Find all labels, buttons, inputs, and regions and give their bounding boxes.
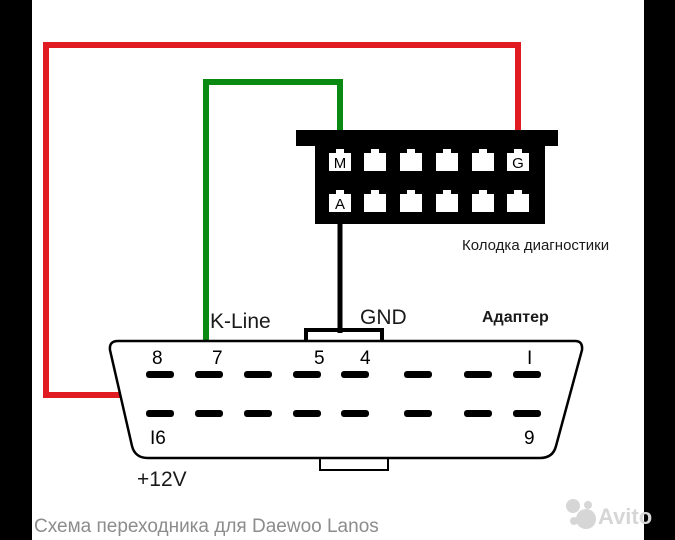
diag-cell-letter: A bbox=[335, 196, 345, 213]
diag-cell-shape bbox=[329, 190, 351, 212]
diag-cell-bottom: A bbox=[329, 190, 351, 213]
diag-socket-label: Колодка диагностики bbox=[462, 237, 609, 254]
diag-cell-letter: M bbox=[334, 155, 347, 172]
diag-cell-shape bbox=[472, 149, 494, 171]
avito-dot bbox=[584, 501, 592, 509]
avito-dot bbox=[566, 499, 580, 513]
obd-pin-bottom bbox=[195, 410, 223, 417]
obd-pin-bottom bbox=[293, 410, 321, 417]
diag-socket-body bbox=[315, 140, 545, 224]
diag-cell-shape bbox=[436, 190, 458, 212]
pin-label-8: 8 bbox=[152, 348, 163, 369]
diag-cell-bottom bbox=[400, 190, 422, 212]
obd-connector bbox=[108, 339, 584, 471]
connector-bottom-tab bbox=[319, 457, 389, 471]
diag-cell-bottom bbox=[364, 190, 386, 212]
diag-cell-top bbox=[400, 149, 422, 171]
obd-pin-top bbox=[341, 371, 369, 378]
obd-pin-bottom bbox=[404, 410, 432, 417]
connector-shell bbox=[108, 339, 584, 460]
obd-pin-top bbox=[464, 371, 492, 378]
kline-wire bbox=[203, 79, 343, 372]
obd-pin-bottom bbox=[513, 410, 541, 417]
diag-cell-shape bbox=[507, 149, 529, 171]
pin-label-1: I bbox=[527, 348, 532, 369]
diag-cell-bottom bbox=[436, 190, 458, 212]
pin-label-5: 5 bbox=[314, 348, 325, 369]
diag-cell-shape bbox=[364, 149, 386, 171]
diag-cell-shape bbox=[472, 190, 494, 212]
diag-cell-shape bbox=[507, 190, 529, 212]
diag-cell-bottom bbox=[507, 190, 529, 212]
obd-pin-top bbox=[195, 371, 223, 378]
obd-pin-bottom bbox=[146, 410, 174, 417]
adapter-label: Адаптер bbox=[482, 309, 549, 326]
diag-cell-shape bbox=[400, 149, 422, 171]
kline-label: K-Line bbox=[210, 310, 271, 333]
obd-pin-top bbox=[146, 371, 174, 378]
diag-cell-top: G bbox=[507, 149, 529, 172]
power-label: +12V bbox=[137, 468, 187, 491]
avito-dot bbox=[570, 517, 578, 525]
pin-label-4: 4 bbox=[360, 348, 371, 369]
obd-pin-top bbox=[244, 371, 272, 378]
diag-cell-top bbox=[472, 149, 494, 171]
obd-pin-bottom bbox=[464, 410, 492, 417]
pin-label-7: 7 bbox=[212, 348, 223, 369]
diag-cell-letter: G bbox=[512, 155, 524, 172]
avito-text: Avito bbox=[598, 504, 652, 529]
diagnostic-socket: M G A bbox=[296, 130, 558, 224]
obd-pin-bottom bbox=[244, 410, 272, 417]
diagram-caption: Схема переходника для Daewoo Lanos bbox=[34, 516, 379, 537]
gnd-label: GND bbox=[360, 306, 407, 329]
diag-cell-shape bbox=[364, 190, 386, 212]
diag-cell-shape bbox=[400, 190, 422, 212]
diag-cell-shape bbox=[436, 149, 458, 171]
obd-pin-top bbox=[513, 371, 541, 378]
obd-pin-top bbox=[293, 371, 321, 378]
diag-cell-top: M bbox=[329, 149, 351, 172]
diag-cell-top bbox=[364, 149, 386, 171]
pin-label-9: 9 bbox=[524, 428, 535, 449]
obd-pin-top bbox=[404, 371, 432, 378]
avito-dot bbox=[576, 509, 596, 529]
diag-cell-shape bbox=[329, 149, 351, 171]
pin-label-16: I6 bbox=[150, 428, 166, 449]
avito-watermark: Avito bbox=[566, 499, 652, 529]
obd-pin-bottom bbox=[341, 410, 369, 417]
diag-cell-bottom bbox=[472, 190, 494, 212]
diag-cell-top bbox=[436, 149, 458, 171]
